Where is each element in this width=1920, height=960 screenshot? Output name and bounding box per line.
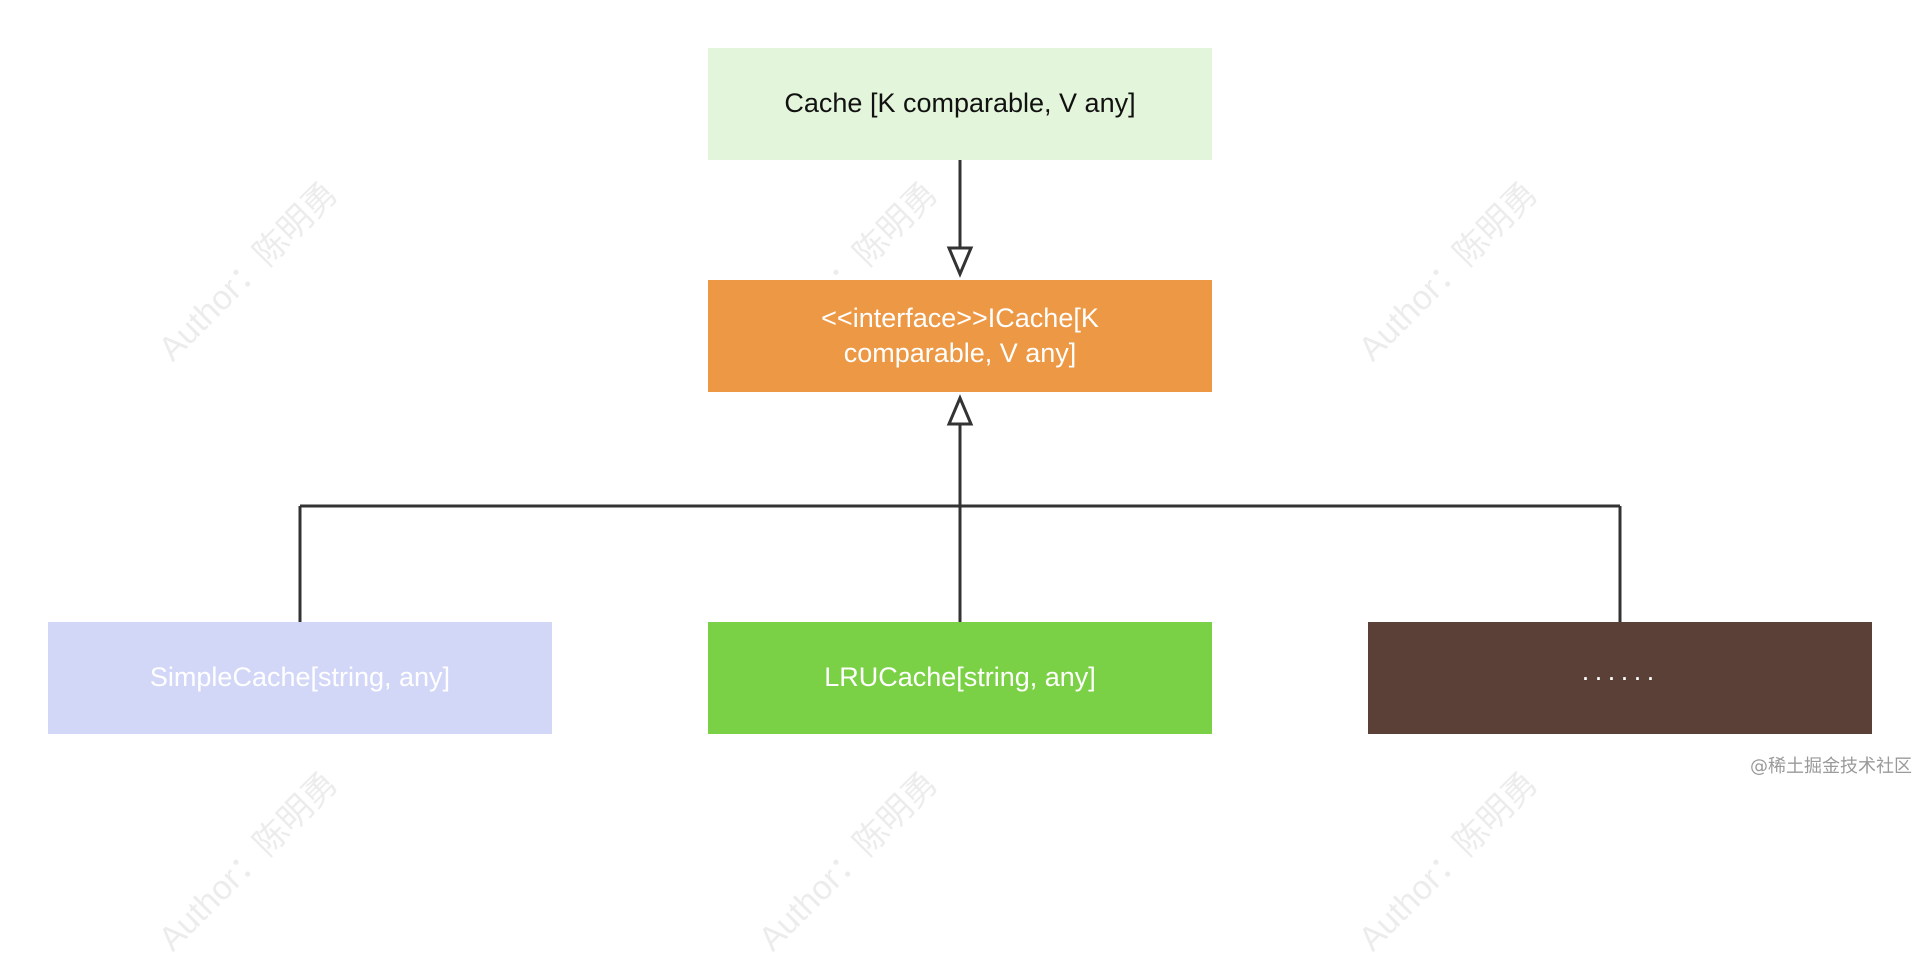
node-simple-cache: SimpleCache[string, any] (48, 622, 552, 734)
connector-lines (298, 160, 1622, 622)
node-cache-label: Cache [K comparable, V any] (784, 88, 1136, 119)
node-more: ······ (1368, 622, 1872, 734)
node-icache-label: <<interface>>ICache[K comparable, V any] (821, 302, 1099, 368)
arrowhead-realization (946, 246, 974, 278)
watermark-4: Author：陈明勇 (151, 764, 346, 959)
watermark-5: Author：陈明勇 (751, 764, 946, 959)
node-lru-label: LRUCache[string, any] (824, 662, 1096, 693)
node-cache: Cache [K comparable, V any] (708, 48, 1212, 160)
credit-text: @稀土掘金技术社区 (1750, 756, 1912, 777)
node-more-label: ······ (1581, 662, 1659, 693)
node-simple-label: SimpleCache[string, any] (149, 662, 451, 693)
arrowhead-inheritance (946, 394, 974, 426)
node-lru-cache: LRUCache[string, any] (708, 622, 1212, 734)
watermark-6: Author：陈明勇 (1351, 764, 1546, 959)
node-icache-interface: <<interface>>ICache[K comparable, V any] (708, 280, 1212, 392)
